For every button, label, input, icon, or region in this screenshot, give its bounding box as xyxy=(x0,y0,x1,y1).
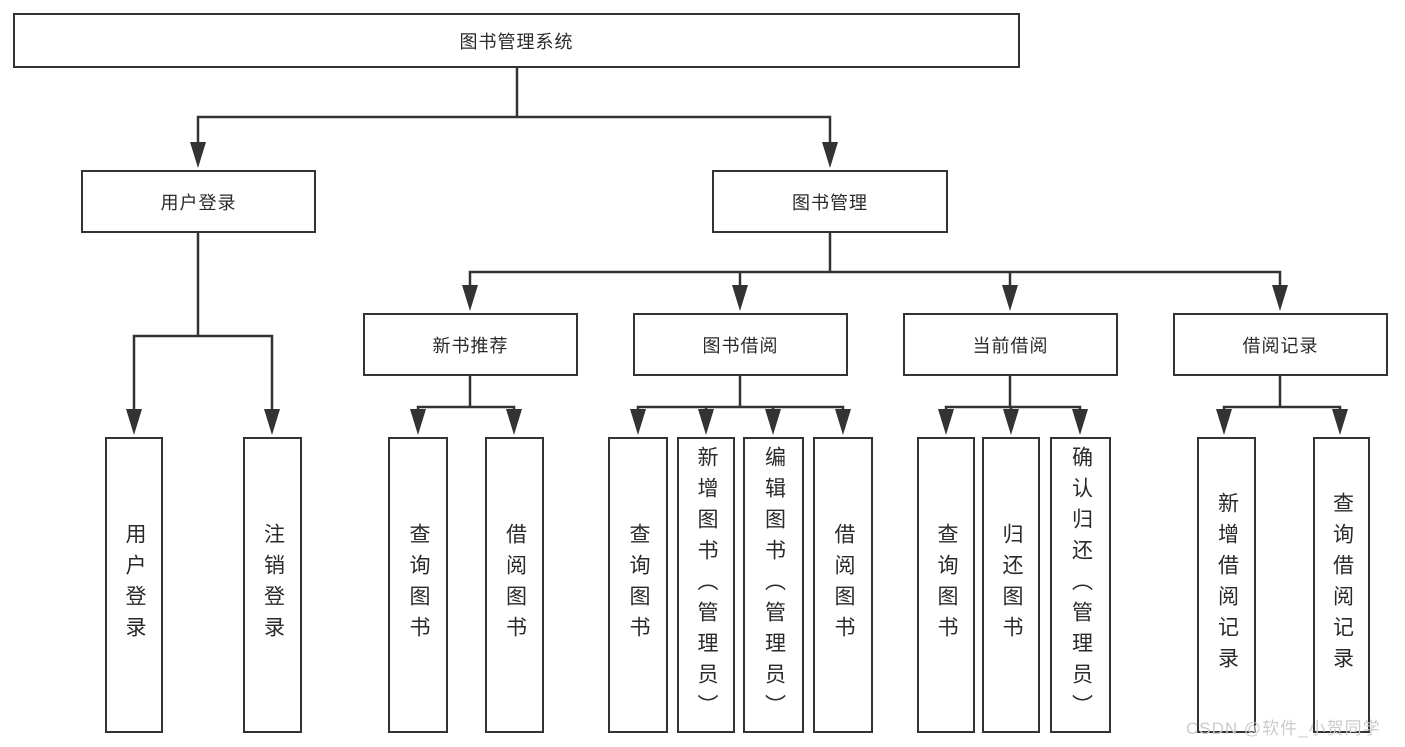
node-query-books-borrow: 查询图书 xyxy=(608,437,668,733)
arrow-icon xyxy=(698,409,714,435)
arrow-icon xyxy=(506,409,522,435)
node-logout: 注销登录 xyxy=(243,437,302,733)
arrow-icon xyxy=(1272,285,1288,311)
arrowheads xyxy=(126,142,1348,435)
connector-book-management-split xyxy=(468,233,1282,289)
arrow-icon xyxy=(1003,409,1019,435)
node-edit-book-admin: 编辑图书（管理员） xyxy=(743,437,804,733)
node-query-borrow-record: 查询借阅记录 xyxy=(1313,437,1370,733)
arrow-icon xyxy=(732,285,748,311)
arrow-icon xyxy=(938,409,954,435)
node-borrow-records: 借阅记录 xyxy=(1173,313,1388,376)
arrow-icon xyxy=(630,409,646,435)
node-login: 用户登录 xyxy=(105,437,163,733)
arrow-icon xyxy=(410,409,426,435)
node-book-borrow: 图书借阅 xyxy=(633,313,848,376)
arrow-icon xyxy=(1332,409,1348,435)
node-book-management-branch: 图书管理 xyxy=(712,170,948,233)
arrow-icon xyxy=(126,409,142,435)
node-borrow-books-recommend: 借阅图书 xyxy=(485,437,544,733)
connector-current-borrow-group xyxy=(944,376,1082,414)
arrow-icon xyxy=(1072,409,1088,435)
node-add-book-admin: 新增图书（管理员） xyxy=(677,437,735,733)
connector-user-login-group xyxy=(132,233,274,412)
node-new-book-recommend: 新书推荐 xyxy=(363,313,578,376)
connector-book-borrow-group xyxy=(636,376,845,414)
node-return-books: 归还图书 xyxy=(982,437,1040,733)
arrow-icon xyxy=(462,285,478,311)
node-borrow-books: 借阅图书 xyxy=(813,437,873,733)
connector-borrow-records-group xyxy=(1222,376,1342,414)
connector-paths xyxy=(132,68,1342,414)
node-current-borrow: 当前借阅 xyxy=(903,313,1118,376)
connector-new-book-group xyxy=(416,376,516,414)
connector-root-split xyxy=(196,68,832,144)
node-query-books-recommend: 查询图书 xyxy=(388,437,448,733)
arrow-icon xyxy=(190,142,206,168)
node-confirm-return-admin: 确认归还（管理员） xyxy=(1050,437,1111,733)
node-root: 图书管理系统 xyxy=(13,13,1020,68)
node-query-books-current: 查询图书 xyxy=(917,437,975,733)
arrow-icon xyxy=(1216,409,1232,435)
arrow-icon xyxy=(822,142,838,168)
node-user-login-branch: 用户登录 xyxy=(81,170,316,233)
node-add-borrow-record: 新增借阅记录 xyxy=(1197,437,1256,733)
arrow-icon xyxy=(765,409,781,435)
arrow-icon xyxy=(264,409,280,435)
arrow-icon xyxy=(835,409,851,435)
arrow-icon xyxy=(1002,285,1018,311)
csdn-watermark: CSDN @软件_小贺同学 xyxy=(1186,719,1381,738)
